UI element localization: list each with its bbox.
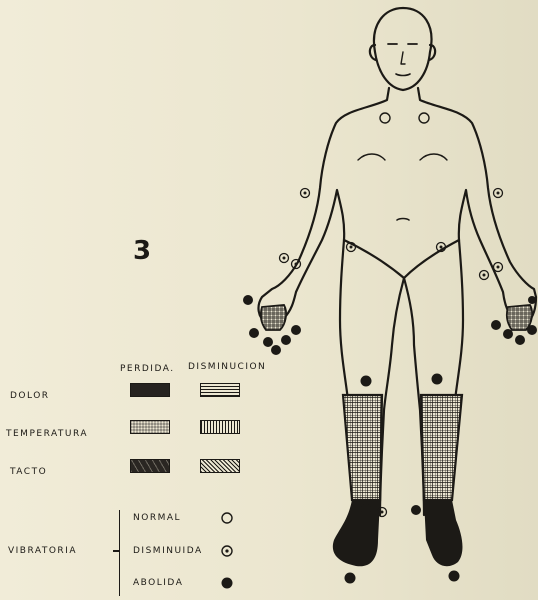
body-figure bbox=[230, 0, 538, 600]
legend-normal-label: NORMAL bbox=[133, 513, 181, 523]
left-leg-hatched bbox=[343, 395, 382, 500]
legend-abolished-label: ABOLIDA bbox=[133, 578, 183, 588]
right-hand-hatched bbox=[507, 305, 532, 330]
marker-abolished bbox=[249, 328, 259, 338]
legend-header-loss: PERDIDA. bbox=[120, 364, 175, 374]
marker-abolished bbox=[411, 505, 421, 515]
marker-abolished bbox=[345, 573, 356, 584]
marker-abolished bbox=[432, 374, 443, 385]
marker-normal bbox=[380, 113, 390, 123]
marker-abolished bbox=[281, 335, 291, 345]
legend-brace bbox=[119, 510, 126, 596]
legend-label-dolor: DOLOR bbox=[10, 391, 50, 401]
marker-normal bbox=[419, 113, 429, 123]
head-outline bbox=[374, 8, 431, 90]
chest-right bbox=[420, 154, 447, 160]
swatch-tacto-loss bbox=[130, 459, 170, 473]
legend-label-temperatura: TEMPERATURA bbox=[6, 429, 88, 439]
marker-abolished bbox=[449, 571, 460, 582]
marker-abolished bbox=[243, 295, 253, 305]
legend-decreased-label: DISMINUIDA bbox=[133, 546, 203, 556]
swatch-temperatura-loss bbox=[130, 420, 170, 434]
right-leg-hatched bbox=[421, 395, 462, 500]
left-hand-hatched bbox=[261, 305, 286, 330]
marker-abolished bbox=[271, 345, 281, 355]
marker-abolished bbox=[515, 335, 525, 345]
left-foot-solid bbox=[333, 500, 380, 566]
figure-number: 3 bbox=[133, 236, 151, 266]
right-foot-solid bbox=[424, 500, 462, 566]
navel bbox=[397, 219, 409, 221]
legend-label-vibratoria: VIBRATORIA bbox=[8, 546, 77, 556]
swatch-dolor-loss bbox=[130, 383, 170, 397]
legend-label-tacto: TACTO bbox=[10, 467, 47, 477]
briefs-outline bbox=[344, 240, 459, 278]
marker-abolished bbox=[491, 320, 501, 330]
marker-abolished bbox=[503, 329, 513, 339]
marker-abolished bbox=[361, 376, 372, 387]
marker-abolished bbox=[361, 504, 371, 514]
inner-leg-left bbox=[380, 278, 404, 515]
marker-abolished bbox=[527, 325, 537, 335]
marker-abolished bbox=[291, 325, 301, 335]
marker-abolished bbox=[528, 296, 536, 304]
marker-abolished bbox=[263, 337, 273, 347]
legend-brace-point bbox=[113, 550, 120, 552]
chest-left bbox=[358, 154, 385, 160]
